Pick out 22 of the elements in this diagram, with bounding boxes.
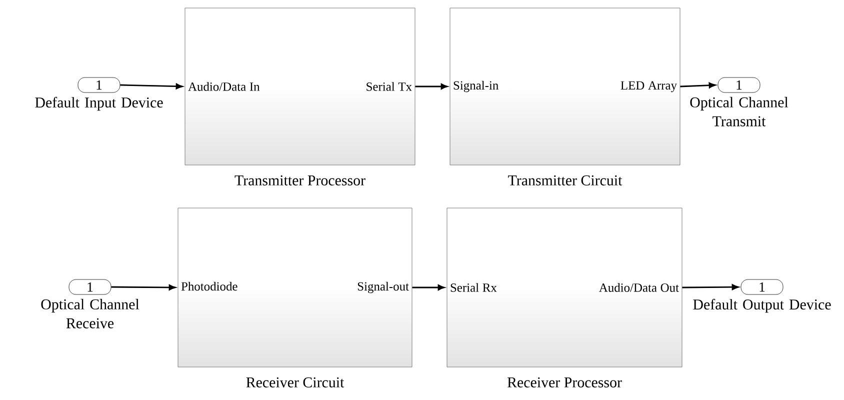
block-label: Transmitter Processor [234,175,366,186]
inport-block: 1 [78,77,120,93]
block-label: Receiver Processor [507,377,622,388]
port-label: Default Input Device [35,96,163,111]
arrow [120,83,183,90]
subsystem-block: Audio/Data In Serial Tx [184,8,416,166]
arrow [415,84,448,90]
outport-block: 1 [718,77,760,93]
block-label: Receiver Circuit [246,377,344,388]
arrow [111,284,176,290]
outport-block: 1 [740,279,784,295]
subsystem-block: Serial Rx Audio/Data Out [446,208,682,368]
arrow [680,82,716,88]
inport-block: 1 [68,279,112,295]
port-label: Optical Channel Transmit [690,96,788,126]
port-label: Optical Channel Receive [41,298,140,328]
block-label: Transmitter Circuit [508,175,622,186]
port-label: Default Output Device [693,298,831,313]
arrow [412,284,445,290]
subsystem-block: Photodiode Signal-out [178,208,412,368]
subsystem-block: Signal-in LED Array [450,8,680,166]
arrow [682,284,739,290]
